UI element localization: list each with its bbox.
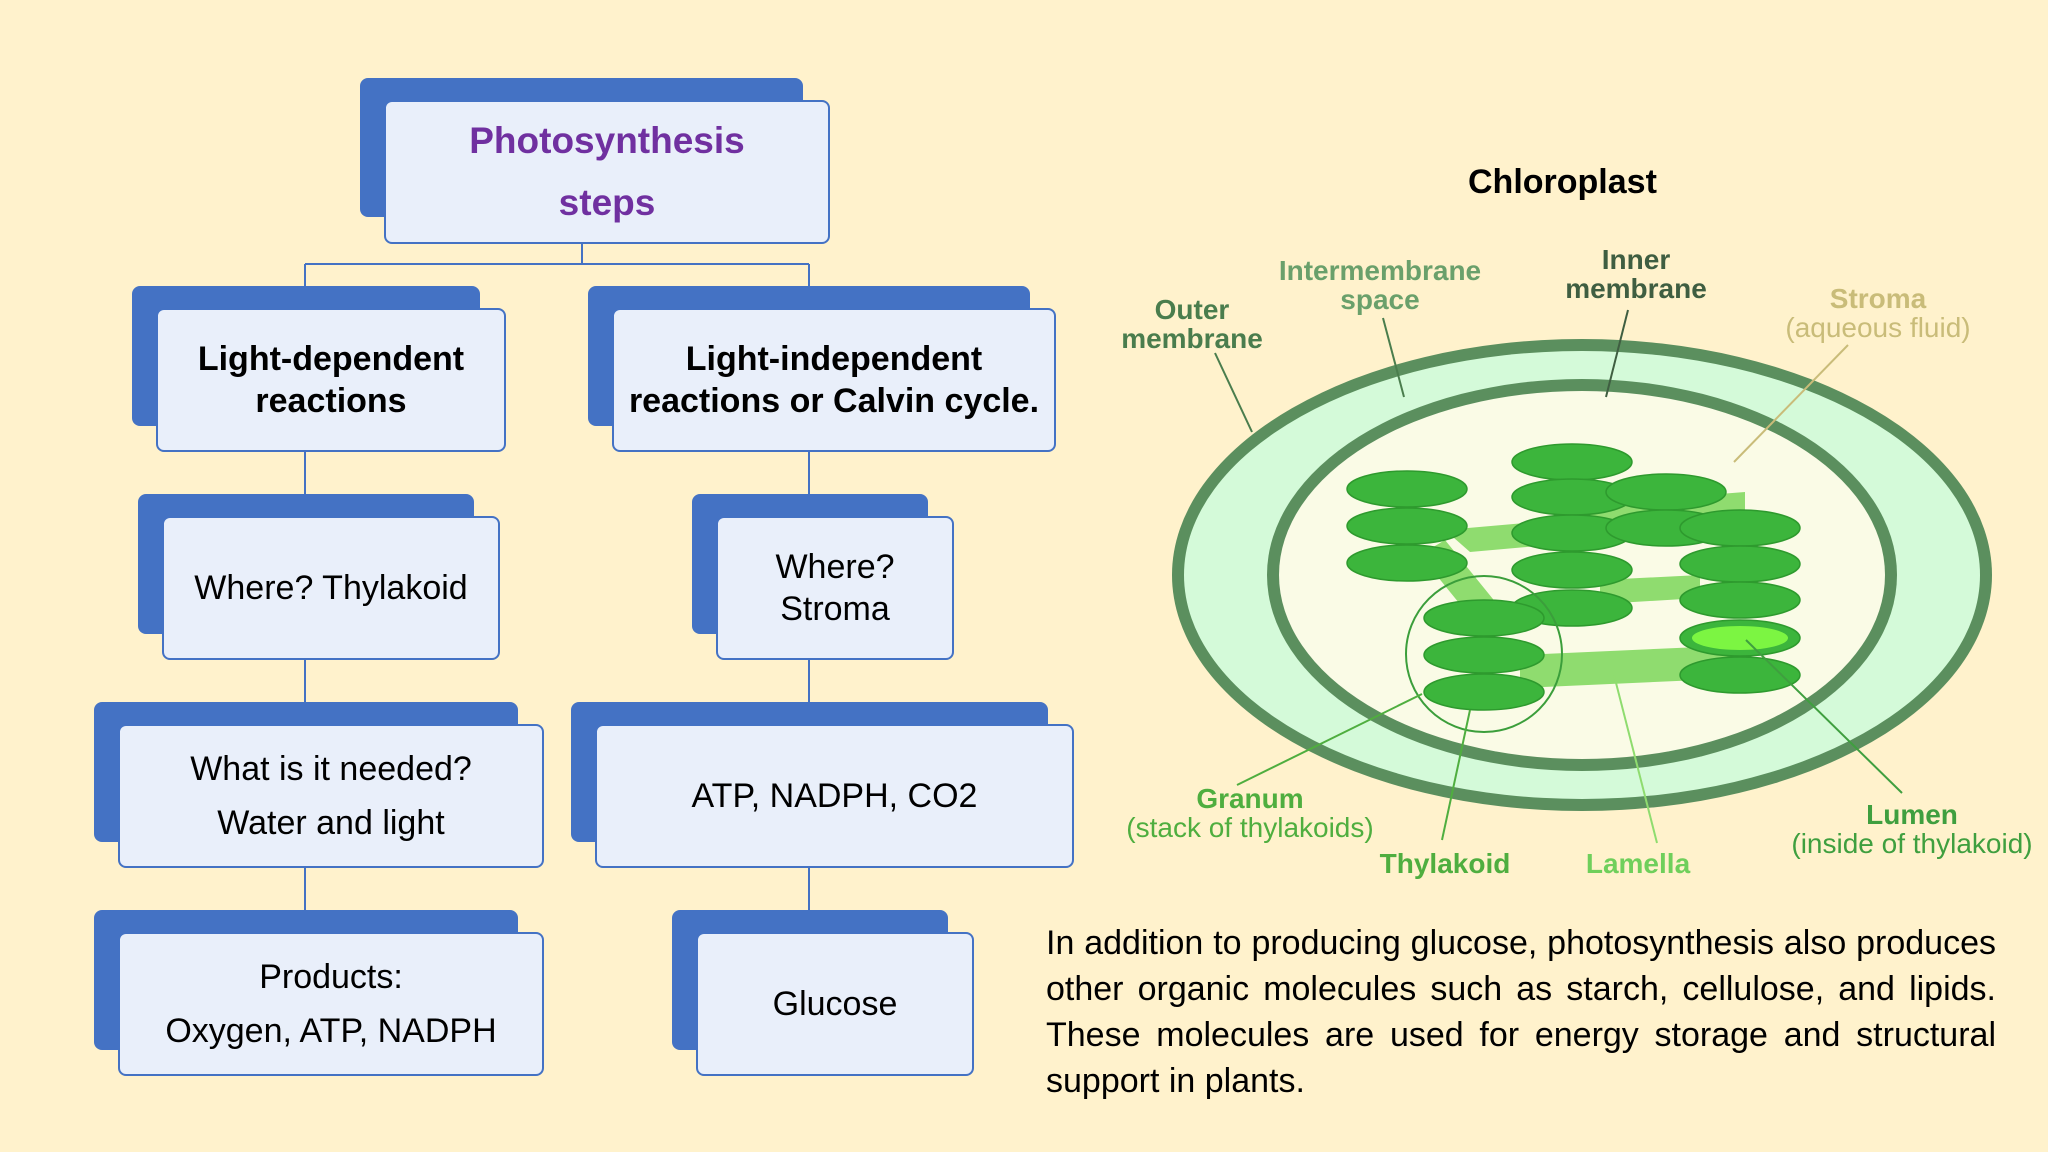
leader-inner-membrane — [1605, 309, 1629, 398]
flow-node-light-dependent: Light-dependent reactions — [132, 286, 506, 452]
light-dependent-line-2: reactions — [255, 382, 407, 420]
leader-intermembrane — [1382, 317, 1405, 398]
flow-node-left-needed: What is it needed? Water and light — [94, 702, 544, 868]
label-lamella: Lamella — [1585, 848, 1691, 879]
stroma-region — [1279, 391, 1885, 759]
lamellae — [1420, 492, 1745, 688]
light-dependent-line-1: Light-dependent — [197, 340, 465, 378]
flow-node-light-independent: Light-independent reactions or Calvin cy… — [588, 286, 1056, 452]
intermembrane-space — [1184, 351, 1980, 799]
right-where-line-2: Stroma — [780, 590, 890, 628]
left-needed-line-2: Water and light — [217, 804, 445, 842]
leader-granum — [1236, 693, 1423, 786]
title-line-1: Photosynthesis — [469, 120, 745, 161]
label-thylakoid: Thylakoid — [1379, 848, 1511, 879]
flow-node-right-where: Where? Stroma — [692, 494, 954, 660]
left-products-line-2: Oxygen, ATP, NADPH — [165, 1012, 497, 1050]
flow-node-left-where: Where? Thylakoid — [138, 494, 500, 660]
thylakoid-stacks — [1346, 443, 1801, 711]
label-granum: Granum (stack of thylakoids) — [1126, 783, 1374, 843]
light-independent-line-1: Light-independent — [685, 340, 983, 378]
outer-membrane-ring — [1172, 339, 1992, 811]
left-where-text: Where? Thylakoid — [194, 569, 468, 607]
lumen-highlight — [1692, 626, 1788, 650]
right-where-line-1: Where? — [775, 548, 895, 586]
flow-node-left-products: Products: Oxygen, ATP, NADPH — [94, 910, 544, 1076]
left-needed-line-1: What is it needed? — [190, 750, 472, 788]
label-intermembrane-space: Intermembrane space — [1278, 255, 1482, 315]
flow-node-right-products: Glucose — [672, 910, 974, 1076]
leader-outer-membrane — [1214, 352, 1253, 433]
title-line-2: steps — [558, 182, 656, 223]
label-stroma: Stroma (aqueous fluid) — [1785, 283, 1971, 343]
label-outer-membrane: Outer membrane — [1121, 294, 1263, 354]
inner-membrane-ring — [1267, 379, 1897, 771]
leader-thylakoid — [1441, 709, 1471, 841]
right-products-text: Glucose — [772, 985, 898, 1023]
left-products-line-1: Products: — [259, 958, 403, 996]
leader-lamella — [1613, 674, 1658, 844]
leader-lumen — [1745, 639, 1903, 794]
label-lumen: Lumen (inside of thylakoid) — [1791, 799, 2033, 859]
chloroplast-title: Chloroplast — [1468, 163, 1657, 201]
flow-node-title: Photosynthesis steps — [360, 78, 830, 244]
description-paragraph: In addition to producing glucose, photos… — [1046, 924, 1996, 1100]
right-needed-text: ATP, NADPH, CO2 — [691, 777, 978, 815]
label-inner-membrane: Inner membrane — [1565, 244, 1707, 304]
light-independent-line-2: reactions or Calvin cycle. — [628, 382, 1040, 420]
leader-stroma — [1733, 344, 1849, 463]
granum-circle — [1405, 575, 1563, 733]
flow-node-right-needed: ATP, NADPH, CO2 — [571, 702, 1074, 868]
